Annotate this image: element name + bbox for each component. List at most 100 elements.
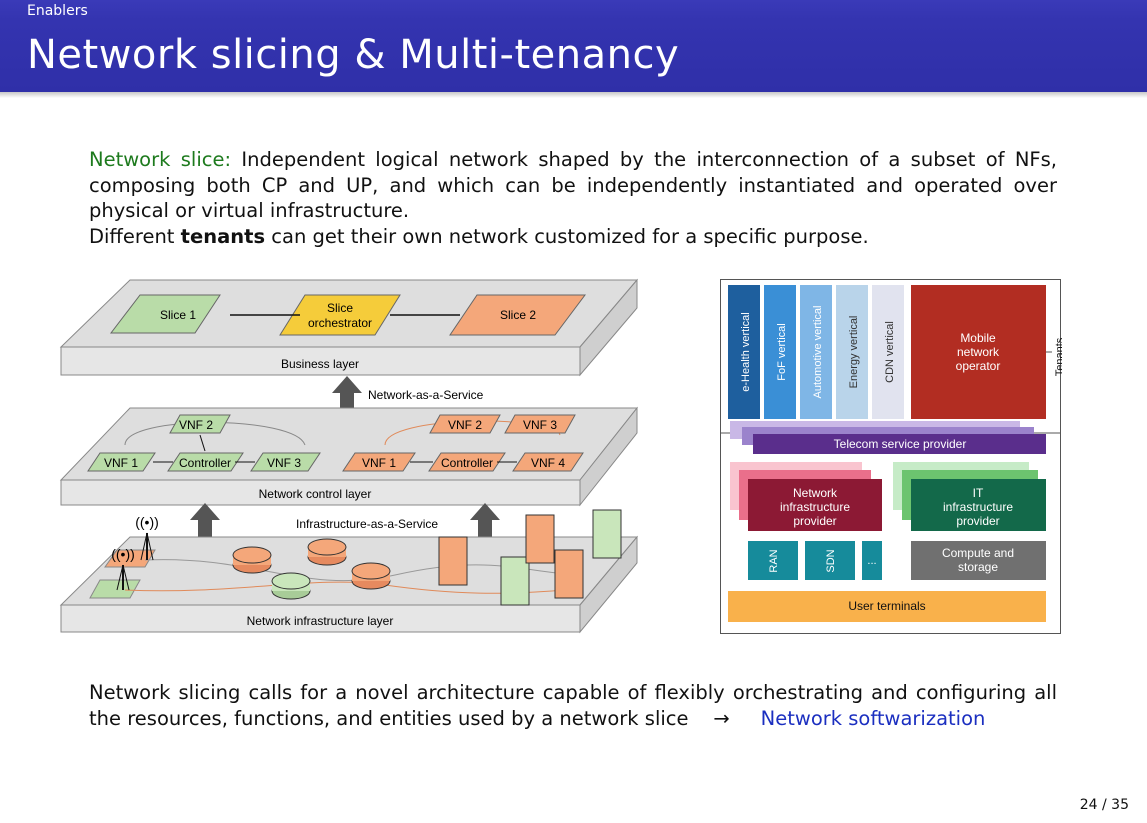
slice-orchestrator-shape xyxy=(279,294,401,336)
orange-controller-shape xyxy=(428,452,506,472)
server-icon xyxy=(500,556,530,606)
server-icon xyxy=(592,509,622,559)
router-icon xyxy=(307,538,347,566)
page-number: 24 / 35 xyxy=(1079,797,1129,813)
server-icon xyxy=(438,536,468,586)
slice-orchestrator-label-2: orchestrator xyxy=(308,316,372,330)
slice2-shape xyxy=(449,294,586,336)
vertical-label-ehealth: e-Health vertical xyxy=(740,312,752,391)
network-softwarization-link[interactable]: Network softwarization xyxy=(760,706,986,730)
network-infrastructure-provider-box xyxy=(748,479,882,531)
mno-label-1: Mobile xyxy=(960,331,996,345)
implies-arrow: → xyxy=(713,706,730,730)
tenants-label: Tenants xyxy=(1054,337,1062,376)
green-vnf3-label: VNF 3 xyxy=(267,456,301,470)
iaas-arrow-left xyxy=(190,503,220,565)
mno-label-3: operator xyxy=(956,359,1001,373)
router-icon xyxy=(271,572,311,600)
orange-vnf2-label: VNF 2 xyxy=(448,418,482,432)
user-terminals-box xyxy=(728,591,1046,622)
sdn-label: SDN xyxy=(825,549,837,572)
green-controller-shape xyxy=(167,452,244,472)
itp-label-1: IT xyxy=(973,486,984,500)
header-shadow xyxy=(0,92,1147,98)
conclusion-paragraph: Network slicing calls for a novel archit… xyxy=(89,680,1057,731)
green-vnf1-shape xyxy=(87,452,156,472)
definition-text: Independent logical network shaped by th… xyxy=(89,148,1057,222)
more-label: ... xyxy=(867,555,876,567)
green-vnf3-shape xyxy=(250,452,321,472)
nip-label-3: provider xyxy=(793,514,836,528)
vertical-label-cdn: CDN vertical xyxy=(884,321,896,383)
vertical-bar-fof xyxy=(764,285,796,419)
naas-label: Network-as-a-Service xyxy=(368,388,484,402)
tenants-prefix: Different xyxy=(89,224,175,248)
slide-header: Enablers Network slicing & Multi-tenancy xyxy=(0,0,1147,92)
multi-tenancy-figure: e-Health vertical FoF vertical Automotiv… xyxy=(720,279,1062,634)
slice1-shape xyxy=(109,294,221,334)
control-layer-label: Network control layer xyxy=(259,487,372,501)
tsp-label: Telecom service provider xyxy=(834,437,967,451)
infra-layer-label: Network infrastructure layer xyxy=(247,614,394,628)
it-infrastructure-provider-box xyxy=(911,479,1046,531)
layered-architecture-figure: Business layer Slice 1 Slice orchestrato… xyxy=(59,278,639,634)
server-icon xyxy=(554,549,584,599)
infra-layer-side xyxy=(579,535,638,634)
control-layer-side xyxy=(579,406,638,507)
slice-orchestrator-label-1: Slice xyxy=(327,301,353,315)
orange-vnf3-shape xyxy=(504,414,576,434)
orange-vnf4-shape xyxy=(512,452,584,472)
vertical-label-fof: FoF vertical xyxy=(776,323,788,380)
iaas-arrow-right xyxy=(470,503,500,565)
nip-label-2: infrastructure xyxy=(780,500,850,514)
tenants-bold: tenants xyxy=(180,224,266,248)
ran-box xyxy=(748,541,798,580)
vertical-bar-energy xyxy=(836,285,868,419)
green-vnf1-label: VNF 1 xyxy=(104,456,138,470)
vertical-label-energy: Energy vertical xyxy=(848,316,860,389)
orange-vnf1-label: VNF 1 xyxy=(362,456,396,470)
vertical-label-automotive: Automotive vertical xyxy=(812,306,824,399)
orange-controller-label: Controller xyxy=(441,456,493,470)
section-title: Enablers xyxy=(27,3,88,19)
tenants-suffix: can get their own network customized for… xyxy=(271,224,869,248)
compute-label-1: Compute and xyxy=(942,546,1014,560)
compute-label-2: storage xyxy=(958,560,998,574)
mno-label-2: network xyxy=(957,345,1000,359)
telecom-service-provider-box xyxy=(753,434,1046,454)
antenna-icon-2: ((•)) xyxy=(111,546,135,591)
sdn-box xyxy=(805,541,855,580)
router-icon xyxy=(351,562,391,590)
compute-storage-box xyxy=(911,541,1046,580)
vertical-bar-ehealth xyxy=(728,285,760,419)
itp-label-2: infrastructure xyxy=(943,500,1013,514)
green-controller-label: Controller xyxy=(179,456,231,470)
green-vnf2-label: VNF 2 xyxy=(179,418,213,432)
orange-vnf4-label: VNF 4 xyxy=(531,456,565,470)
router-icon xyxy=(232,546,272,574)
svg-text:((•)): ((•)) xyxy=(135,514,159,530)
more-box xyxy=(862,541,882,580)
nip-label-1: Network xyxy=(793,486,838,500)
conclusion-text: Network slicing calls for a novel archit… xyxy=(89,681,1057,730)
user-terminals-label: User terminals xyxy=(848,599,925,613)
orange-vnf1-shape xyxy=(342,452,416,472)
business-layer-side xyxy=(579,278,638,377)
slide-title: Network slicing & Multi-tenancy xyxy=(27,32,680,78)
business-layer-label: Business layer xyxy=(281,357,359,371)
svg-text:((•)): ((•)) xyxy=(111,546,135,562)
orange-vnf2-shape xyxy=(429,414,501,434)
vertical-bar-automotive xyxy=(800,285,832,419)
ran-label: RAN xyxy=(768,549,780,572)
server-icon xyxy=(525,514,555,564)
definition-paragraph: Network slice: Independent logical netwo… xyxy=(89,147,1057,249)
itp-label-3: provider xyxy=(956,514,999,528)
vertical-bar-cdn xyxy=(872,285,904,419)
iaas-label: Infrastructure-as-a-Service xyxy=(296,517,438,531)
naas-arrow xyxy=(332,376,362,438)
antenna-icon: ((•)) xyxy=(135,514,159,561)
slice1-label: Slice 1 xyxy=(160,308,196,322)
definition-term: Network slice: xyxy=(89,148,232,171)
orange-vnf3-label: VNF 3 xyxy=(523,418,557,432)
mobile-network-operator-box xyxy=(911,285,1046,419)
